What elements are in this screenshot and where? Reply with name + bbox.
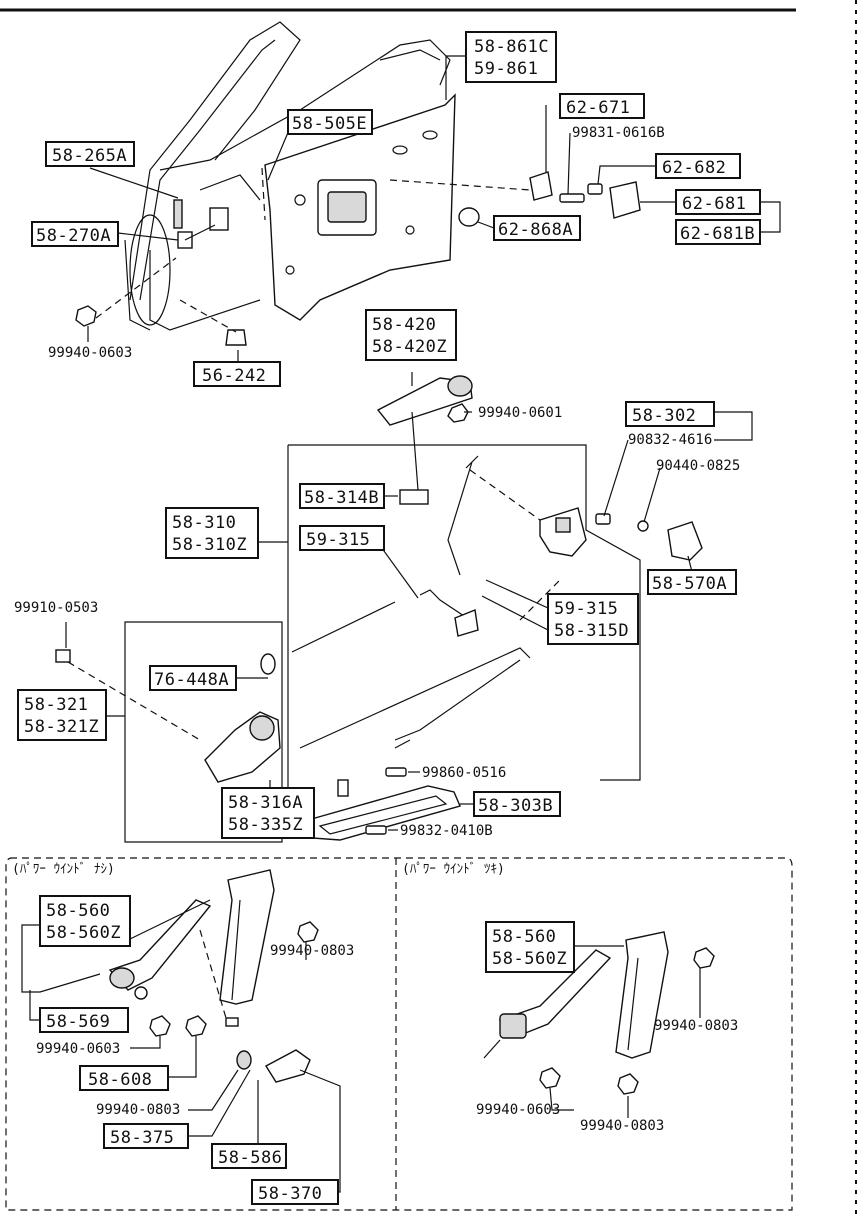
label-58-310: 58-310 [172, 513, 236, 533]
label-99940-0603-top: 99940-0603 [48, 345, 132, 361]
label-58-420: 58-420 [372, 315, 436, 335]
label-99940-0601: 99940-0601 [478, 405, 562, 421]
screw-90440-0825 [637, 520, 649, 532]
label-62-671: 62-671 [566, 98, 630, 118]
label-56-242: 56-242 [202, 366, 266, 386]
label-58-265a: 58-265A [52, 146, 127, 166]
outer-door-handle [376, 375, 473, 491]
label-58-370: 58-370 [258, 1184, 322, 1204]
inner-handle-frame [124, 621, 349, 843]
label-58-321: 58-321 [24, 695, 88, 715]
label-62-681b: 62-681B [680, 224, 755, 244]
label-58-315d: 58-315D [554, 621, 629, 641]
label-58-861c: 58-861C [474, 37, 549, 57]
plain-part-labels: 99831-0616B 99940-0603 99940-0601 90832-… [14, 125, 740, 1134]
label-58-335z: 58-335Z [228, 815, 303, 835]
label-58-302: 58-302 [632, 406, 696, 426]
label-99940-0803-right-bottom: 99940-0803 [580, 1118, 664, 1134]
label-99832-0410b: 99832-0410B [400, 823, 493, 839]
screw-99832-0410b [365, 825, 387, 835]
label-58-608: 58-608 [88, 1070, 152, 1090]
door-internal-mechanism [173, 199, 229, 249]
label-58-375: 58-375 [110, 1128, 174, 1148]
label-58-586: 58-586 [218, 1148, 282, 1168]
label-58-560-right: 58-560 [492, 927, 556, 947]
striker-62-681 [609, 181, 641, 219]
label-62-868a: 62-868A [498, 220, 573, 240]
screw-99860-0516 [385, 767, 407, 777]
label-99940-0803-right-top: 99940-0803 [654, 1018, 738, 1034]
label-99831-0616b: 99831-0616B [572, 125, 665, 141]
label-99940-0603-left: 99940-0603 [36, 1041, 120, 1057]
power-regulator-drawing [483, 931, 715, 1095]
label-58-314b: 58-314B [304, 488, 379, 508]
label-99940-0803-left-bottom: 99940-0803 [96, 1102, 180, 1118]
regulator-section-frame [5, 857, 793, 1211]
lock-rods [291, 601, 531, 749]
label-58-303b: 58-303B [478, 796, 553, 816]
label-58-310z: 58-310Z [172, 535, 247, 555]
label-62-681: 62-681 [682, 194, 746, 214]
dashed-relation-lines [67, 167, 561, 1019]
label-90832-4616: 90832-4616 [628, 432, 712, 448]
grommet-56-242 [225, 329, 247, 346]
label-59-315-upper: 59-315 [306, 530, 370, 550]
label-58-505e: 58-505E [292, 114, 367, 134]
manual-regulator-drawing [108, 869, 319, 1083]
boxed-part-labels: 58-861C 59-861 62-671 62-682 62-681 62-6… [17, 31, 761, 1205]
label-99940-0603-right: 99940-0603 [476, 1102, 560, 1118]
label-59-315-lower: 59-315 [554, 599, 618, 619]
latch-assembly [399, 455, 587, 637]
label-58-420z: 58-420Z [372, 337, 447, 357]
nut-99940-0603-top [75, 305, 97, 327]
label-99910-0503: 99910-0503 [14, 600, 98, 616]
label-58-569: 58-569 [46, 1012, 110, 1032]
bolt-90832-4616 [595, 513, 611, 525]
bolt-99831-0616b [559, 193, 585, 203]
label-76-448a: 76-448A [154, 670, 229, 690]
label-99860-0516: 99860-0516 [422, 765, 506, 781]
inner-door-panel [264, 93, 456, 321]
label-58-270a: 58-270A [36, 226, 111, 246]
clip-62-868a [458, 207, 480, 227]
label-62-682: 62-682 [662, 158, 726, 178]
section-heading-manual-window: (ﾊﾟﾜｰ ｳｲﾝﾄﾞ ﾅｼ) [12, 862, 115, 877]
label-58-570a: 58-570A [652, 574, 727, 594]
door-lock-frame [287, 444, 641, 808]
label-59-861: 59-861 [474, 59, 538, 79]
bolt-62-682 [587, 183, 603, 195]
label-58-316a: 58-316A [228, 793, 303, 813]
label-90440-0825: 90440-0825 [656, 458, 740, 474]
clip-99910-0503 [55, 649, 71, 663]
latch-bracket-58-570a [667, 521, 703, 561]
label-58-560z-right: 58-560Z [492, 949, 567, 969]
label-58-560z-left: 58-560Z [46, 923, 121, 943]
door-shell-drawing [124, 21, 451, 331]
label-58-560-left: 58-560 [46, 901, 110, 921]
bracket-62-671 [529, 171, 553, 201]
label-58-321z: 58-321Z [24, 717, 99, 737]
section-heading-power-window: (ﾊﾟﾜｰ ｳｲﾝﾄﾞ ﾂｷ) [402, 862, 505, 877]
label-99940-0803-left-top: 99940-0803 [270, 943, 354, 959]
